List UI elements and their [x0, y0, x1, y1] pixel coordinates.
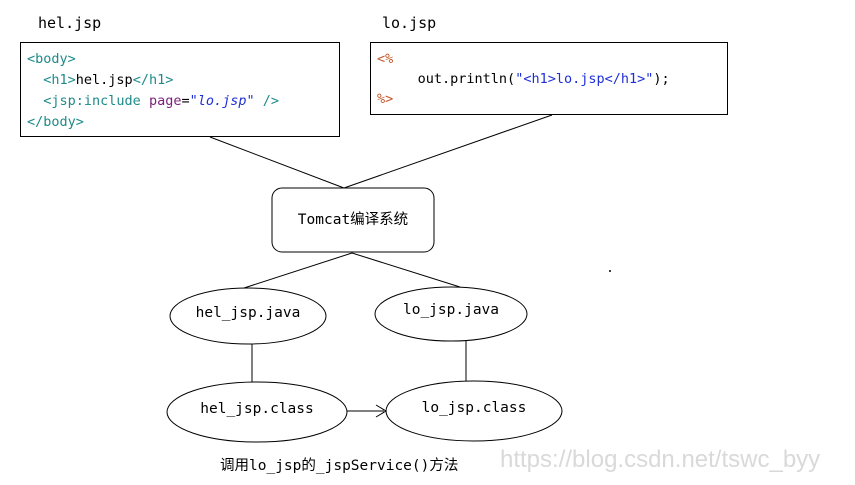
code-scriptlet-close: %> — [377, 91, 394, 107]
code-h1-text: hel.jsp — [75, 72, 133, 88]
hel-class-ellipse — [166, 381, 348, 443]
hel-java-label: hel_jsp.java — [195, 305, 301, 321]
stray-dot — [609, 270, 611, 272]
hel-java-ellipse — [169, 287, 327, 345]
code-include-value: "lo.jsp" — [189, 93, 255, 109]
code-body-close: </body> — [27, 114, 84, 130]
code-include-eq: = — [181, 93, 190, 109]
code-include-attr: page — [148, 93, 182, 109]
code-h1-open: <h1> — [43, 72, 76, 88]
lo-class-label: lo_jsp.class — [421, 400, 527, 416]
hel-jsp-filename: hel.jsp — [38, 14, 102, 32]
code-body-open: <body> — [27, 51, 76, 67]
lo-jsp-code-box: <% out.println("<h1>lo.jsp</h1>"); %> — [370, 42, 728, 115]
watermark: https://blog.csdn.net/tswc_byy — [500, 446, 821, 473]
lo-java-label: lo_jsp.java — [402, 302, 500, 318]
call-caption: 调用lo_jsp的_jspService()方法 — [220, 458, 459, 474]
code-println-prefix: out.println( — [417, 71, 516, 87]
code-include-end: /> — [254, 93, 280, 109]
code-scriptlet-open: <% — [377, 51, 394, 67]
call-arrow-head — [375, 404, 387, 418]
lo-jsp-filename: lo.jsp — [382, 14, 437, 32]
hel-class-label: hel_jsp.class — [200, 401, 314, 417]
code-println-suffix: ); — [653, 71, 670, 87]
code-include-tag: <jsp:include — [43, 93, 141, 109]
connector-lo-to-compiler — [343, 114, 553, 189]
connector-compiler-to-lo-java — [351, 252, 461, 288]
hel-jsp-code-box: <body> <h1>hel.jsp</h1> <jsp:include pag… — [20, 42, 340, 137]
compiler-label: Tomcat编译系统 — [297, 212, 409, 228]
lo-java-ellipse — [374, 286, 528, 342]
compiler-box — [271, 187, 435, 253]
code-println-string: "<h1>lo.jsp</h1>" — [515, 71, 654, 87]
connector-compiler-to-hel-java — [243, 252, 353, 289]
connector-hel-to-compiler — [209, 136, 345, 189]
code-h1-close: </h1> — [132, 72, 174, 88]
